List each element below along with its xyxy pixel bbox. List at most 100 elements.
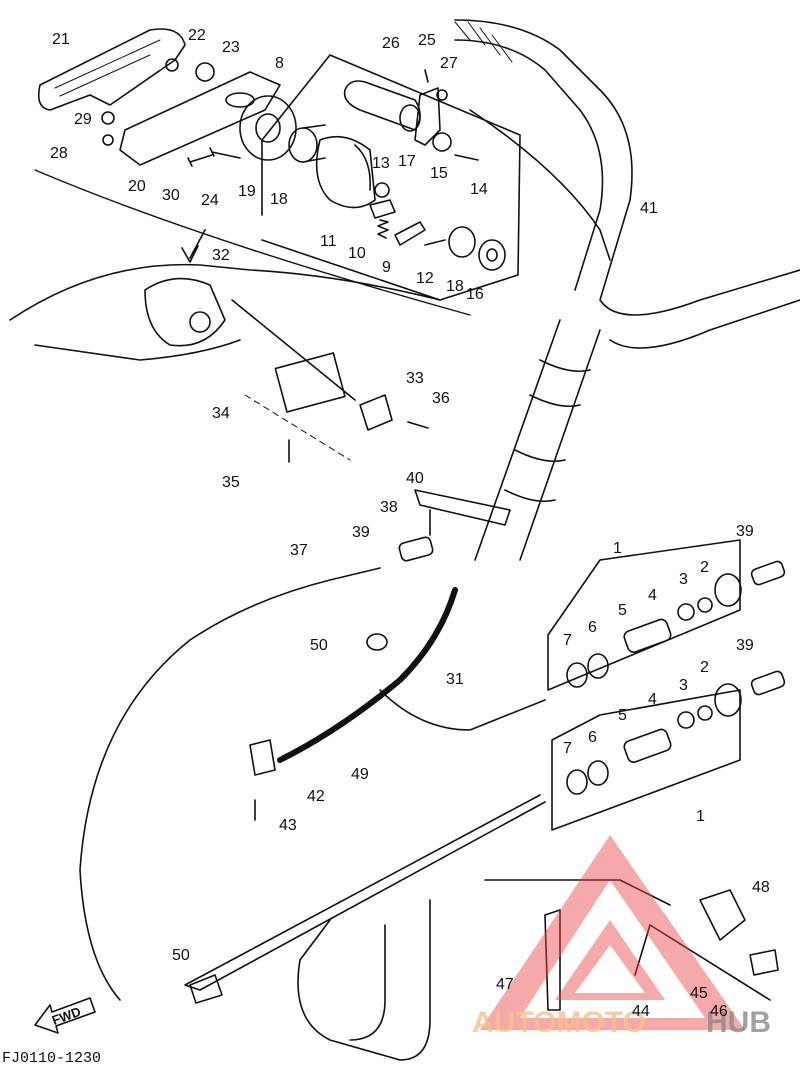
callout-39c: 39 (736, 637, 754, 654)
grip-hatch (454, 21, 513, 63)
part-39a-adjuster (398, 536, 434, 562)
callout-35: 35 (222, 474, 240, 491)
throttle-rod (231, 299, 356, 401)
callout-20: 20 (128, 178, 146, 195)
callout-43: 43 (279, 817, 297, 834)
callout-32: 32 (212, 247, 230, 264)
callout-3a: 3 (679, 571, 688, 588)
callout-11: 11 (320, 233, 337, 250)
callout-14: 14 (470, 181, 488, 198)
part-30-screw (187, 154, 213, 167)
callout-4a: 4 (648, 587, 657, 604)
part-22-bolt (165, 58, 179, 72)
callout-49: 49 (351, 766, 369, 783)
callout-28: 28 (50, 145, 68, 162)
callout-29: 29 (74, 111, 92, 128)
inset-divider (34, 169, 471, 316)
callout-41: 41 (640, 200, 658, 217)
part-50b-grommet (189, 974, 223, 1004)
cable-49 (277, 587, 458, 763)
part-27-nut (436, 89, 448, 101)
callout-40: 40 (406, 470, 424, 487)
callout-5b: 5 (618, 707, 627, 724)
handlebar-left (9, 263, 441, 361)
callout-44: 44 (632, 1003, 650, 1020)
part-17-plate (414, 87, 441, 146)
callout-37: 37 (290, 542, 308, 559)
callout-50a: 50 (310, 637, 328, 654)
cable-to-right (484, 879, 671, 906)
cable-37 (79, 567, 381, 1001)
throttle-assembly (144, 277, 226, 347)
part-33-clamp (359, 394, 393, 431)
callout-25: 25 (418, 32, 436, 49)
fwd-label: FWD (50, 1004, 83, 1028)
part-34-bracket (274, 352, 346, 413)
callout-1b: 1 (696, 808, 705, 825)
part-11-lever (369, 199, 396, 219)
callout-5a: 5 (618, 602, 627, 619)
callout-22: 22 (188, 27, 206, 44)
handlebar-outline (454, 19, 800, 349)
part-50a-grommet (366, 633, 388, 651)
cable-lower-loop (297, 899, 431, 1061)
callout-46: 46 (710, 1003, 728, 1020)
part-19-plate (239, 95, 297, 161)
callout-17: 17 (398, 153, 416, 170)
part-23-washer (195, 62, 215, 82)
callout-7b: 7 (563, 740, 572, 757)
callout-48: 48 (752, 879, 770, 896)
callout-13: 13 (372, 155, 390, 172)
callout-38: 38 (380, 499, 398, 516)
callout-10: 10 (348, 245, 366, 262)
part-21-cover (37, 28, 186, 111)
callout-2b: 2 (700, 659, 709, 676)
callout-1a: 1 (613, 540, 622, 557)
callout-21: 21 (52, 31, 70, 48)
part-16-washer (478, 239, 506, 271)
part-48-bracket (699, 889, 746, 941)
part-25-pin (424, 69, 429, 83)
callout-31: 31 (446, 671, 464, 688)
part-44-45-leader (634, 924, 771, 1001)
callout-6a: 6 (588, 619, 597, 636)
callout-24: 24 (201, 192, 219, 209)
callout-30: 30 (162, 187, 180, 204)
callout-8: 8 (275, 55, 284, 72)
callout-19: 19 (238, 183, 256, 200)
part-12-screw (424, 239, 446, 246)
steering-column (474, 319, 601, 561)
callout-34: 34 (212, 405, 230, 422)
watermark-triangle (480, 835, 745, 1030)
part-46-block (749, 949, 779, 976)
part-18b-collar (448, 226, 476, 258)
watermark-text-1: AUTOMOTO (472, 1006, 646, 1039)
part-14-screw (454, 154, 479, 161)
watermark-text-2: HUB (706, 1006, 771, 1039)
part-28-bolt (102, 134, 114, 146)
callout-18a: 18 (270, 191, 288, 208)
part-40-bracket (414, 489, 511, 526)
part-47-strap (544, 909, 561, 1011)
part-15-washer (432, 132, 452, 152)
callout-18b: 18 (446, 278, 464, 295)
part-24-screw (209, 147, 241, 159)
callout-3b: 3 (679, 677, 688, 694)
callout-4b: 4 (648, 691, 657, 708)
fwd-arrow (34, 997, 96, 1034)
callout-27: 27 (440, 55, 458, 72)
part-29-nut (101, 111, 115, 125)
callout-12: 12 (416, 270, 434, 287)
callout-2a: 2 (700, 559, 709, 576)
callout-15: 15 (430, 165, 448, 182)
callout-16: 16 (466, 286, 484, 303)
callout-9: 9 (382, 259, 391, 276)
diagram-code: FJ0110-1230 (2, 1050, 101, 1067)
callout-36: 36 (432, 390, 450, 407)
callout-42: 42 (307, 788, 325, 805)
inset-arrow (181, 229, 206, 263)
part-42-clamp (249, 739, 276, 776)
part-1a-box (547, 539, 741, 691)
